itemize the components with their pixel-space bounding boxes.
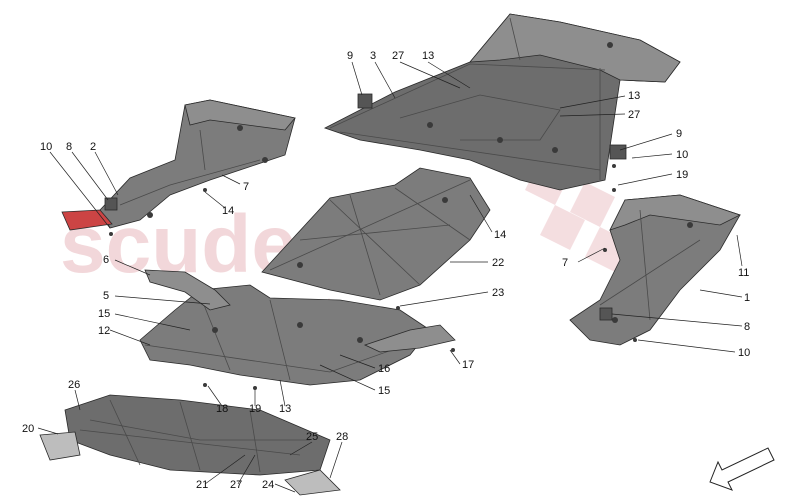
rear-undertray-part-3: [323, 13, 681, 191]
callout-5: 5: [103, 290, 109, 302]
callout-15: 15: [378, 385, 390, 397]
callout-13: 13: [279, 403, 291, 415]
callout-7: 7: [562, 257, 568, 269]
bracket-part-16: [363, 324, 456, 353]
callout-19: 19: [676, 169, 688, 181]
right-side-panel-part-1: [569, 194, 742, 346]
callout-21: 21: [196, 479, 208, 491]
deflector-part-20: [39, 431, 81, 461]
callout-14: 14: [222, 205, 234, 217]
callout-23: 23: [492, 287, 504, 299]
central-floor-panel-part-22: [261, 167, 491, 301]
callout-25: 25: [306, 431, 318, 443]
callout-13: 13: [422, 50, 434, 62]
callout-11: 11: [738, 267, 749, 279]
callout-9: 9: [347, 50, 353, 62]
callout-10: 10: [738, 347, 750, 359]
callout-18: 18: [216, 403, 228, 415]
rubber-block-part-9b: [609, 144, 627, 160]
front-undertray-part-21: [64, 394, 331, 476]
callout-15: 15: [98, 308, 110, 320]
callout-22: 22: [492, 257, 504, 269]
fasteners: [109, 164, 637, 390]
callout-8: 8: [744, 321, 750, 333]
callout-7: 7: [243, 181, 249, 193]
callout-2: 2: [90, 141, 96, 153]
callout-12: 12: [98, 325, 110, 337]
callout-20: 20: [22, 423, 34, 435]
callout-17: 17: [462, 359, 474, 371]
callout-10: 10: [676, 149, 688, 161]
callout-13: 13: [628, 90, 640, 102]
callout-6: 6: [103, 254, 109, 266]
bracket-part-6: [144, 269, 231, 311]
callout-19: 19: [249, 403, 261, 415]
callout-27: 27: [628, 109, 640, 121]
callout-28: 28: [336, 431, 348, 443]
callout-8: 8: [66, 141, 72, 153]
callout-27: 27: [230, 479, 242, 491]
callout-1: 1: [744, 292, 750, 304]
leader-lines: [37, 61, 743, 493]
callout-numbers: 9 3 27 13 13 27 9 10 19 10 8 2 7 14 14 2…: [22, 50, 750, 491]
callout-27: 27: [392, 50, 404, 62]
callout-26: 26: [68, 379, 80, 391]
deflector-part-28: [284, 469, 341, 496]
callout-10: 10: [40, 141, 52, 153]
callout-14: 14: [494, 229, 506, 241]
rubber-block-part-9: [357, 93, 373, 109]
callout-9: 9: [676, 128, 682, 140]
callout-24: 24: [262, 479, 274, 491]
front-direction-arrow-icon: [709, 447, 775, 491]
callout-16: 16: [378, 363, 390, 375]
front-floor-panel-part-12: [139, 284, 431, 386]
callout-3: 3: [370, 50, 376, 62]
